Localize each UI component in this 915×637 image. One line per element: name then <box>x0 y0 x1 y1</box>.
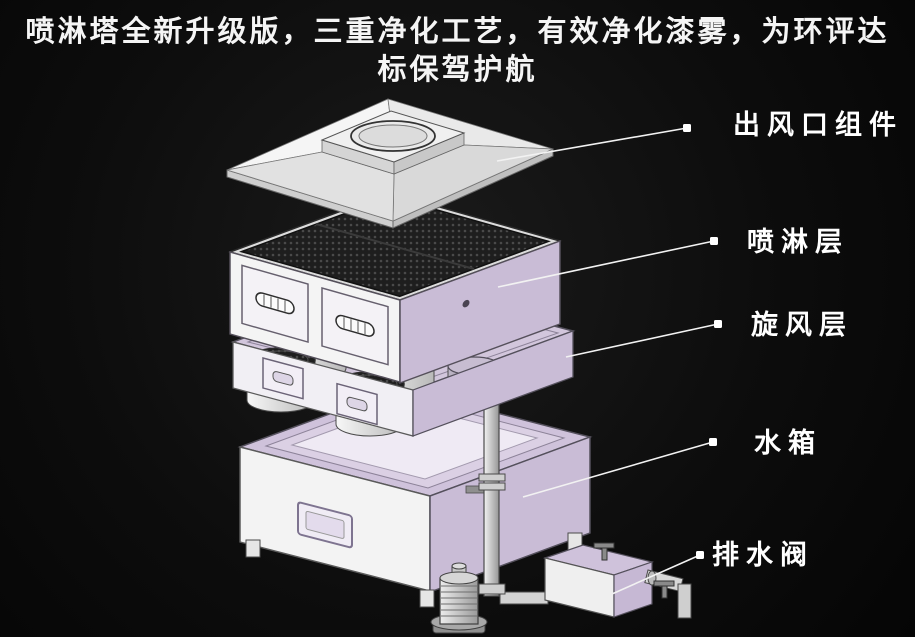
label-dots <box>683 124 722 559</box>
label-drain-valve: 排水阀 <box>712 540 814 570</box>
leader-line-air-outlet <box>496 127 688 162</box>
valve-handle <box>593 542 615 561</box>
drain-elbow <box>677 583 692 619</box>
leader-lines <box>496 127 719 595</box>
drain-valve-assembly-drawing <box>499 542 692 619</box>
label-water-tank: 水箱 <box>754 428 822 458</box>
tank-foot <box>245 539 261 558</box>
label-dot-drain-valve <box>696 551 704 559</box>
leader-line-water-tank <box>522 441 714 498</box>
label-spray-layer: 喷淋层 <box>747 227 849 257</box>
label-cyclone-layer: 旋风层 <box>751 310 853 340</box>
label-dot-spray-layer <box>710 237 718 245</box>
label-dot-cyclone-layer <box>714 320 722 328</box>
tank-foot <box>419 589 435 608</box>
pump-drawing <box>430 562 488 634</box>
valve-handle <box>653 580 675 599</box>
label-dot-air-outlet <box>683 124 691 132</box>
spray-layer-drawing <box>227 192 563 385</box>
label-dot-water-tank <box>709 438 717 446</box>
leader-line-drain-valve <box>611 554 701 595</box>
air-outlet-hood-drawing <box>226 98 554 229</box>
headline-line-2: 标保驾护航 <box>377 54 538 86</box>
headline-line-1: 喷淋塔全新升级版，三重净化工艺，有效净化漆雾，为环评达 <box>25 16 890 48</box>
leader-line-cyclone-layer <box>565 323 719 358</box>
label-air-outlet-assembly: 出风口组件 <box>733 110 903 140</box>
leader-line-spray-layer <box>497 240 715 288</box>
